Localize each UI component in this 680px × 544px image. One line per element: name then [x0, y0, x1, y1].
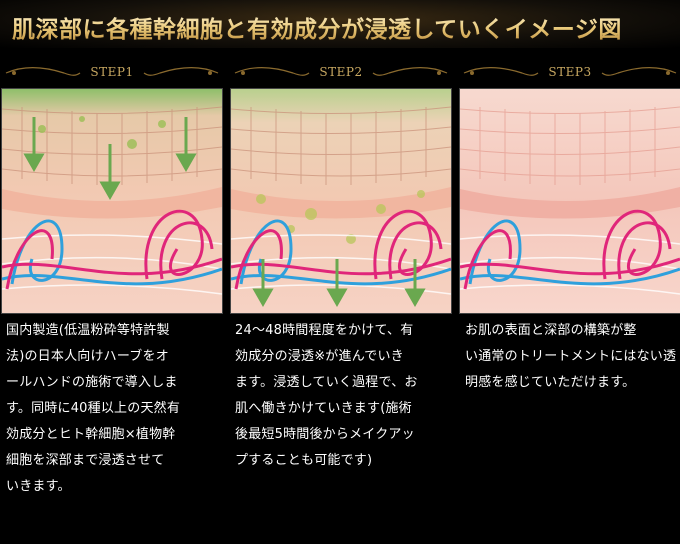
ornament-divider-icon [463, 67, 677, 76]
step3-skin-illustration [459, 88, 680, 314]
ornament-divider-icon [234, 67, 448, 76]
desc-line: ールハンドの施術で導入しま [6, 375, 178, 390]
desc-line: 細胞を深部まで浸透させて [6, 453, 165, 468]
desc-line: 国内製造(低温粉砕等特許製 [6, 323, 170, 338]
desc-line: す。同時に40種以上の天然有 [6, 401, 181, 416]
step3-text: STEP3 [548, 65, 592, 79]
desc-line: 後最短5時間後からメイクアッ [235, 427, 415, 442]
desc-line: いきます。 [6, 479, 71, 494]
step1-text: STEP1 [90, 65, 134, 79]
desc-line: 効成分とヒト幹細胞×植物幹 [6, 427, 176, 442]
desc-line: 肌へ働きかけていきます(施術 [235, 401, 412, 416]
desc-line: い通常のトリートメントにはない透 [465, 349, 677, 364]
header-banner: 肌深部に各種幹細胞と有効成分が浸透していくイメージ図 [0, 0, 680, 48]
desc-line: 24～48時間程度をかけて、有 [235, 323, 414, 338]
step2-description: 24～48時間程度をかけて、有 効成分の浸透※が進んでいき ます。浸透していく過… [235, 318, 457, 474]
step2-skin-illustration [230, 88, 452, 314]
desc-line: お肌の表面と深部の構築が整 [465, 323, 637, 338]
step1-label: STEP1 [2, 64, 222, 82]
desc-line: プすることも可能です) [235, 453, 373, 468]
desc-line: 効成分の浸透※が進んでいき [235, 349, 404, 364]
desc-line: 明感を感じていただけます。 [465, 375, 636, 390]
step2-text: STEP2 [319, 65, 363, 79]
step1-description: 国内製造(低温粉砕等特許製 法)の日本人向けハーブをオ ールハンドの施術で導入し… [6, 318, 226, 500]
desc-line: ます。浸透していく過程で、お [235, 375, 418, 390]
page-title: 肌深部に各種幹細胞と有効成分が浸透していくイメージ図 [12, 10, 622, 44]
ornament-divider-icon [5, 67, 219, 76]
step2-label: STEP2 [231, 64, 451, 82]
step3-label: STEP3 [460, 64, 680, 82]
step1-skin-illustration [1, 88, 223, 314]
step3-description: お肌の表面と深部の構築が整 い通常のトリートメントにはない透 明感を感じていただ… [465, 318, 677, 396]
desc-line: 法)の日本人向けハーブをオ [6, 349, 169, 364]
